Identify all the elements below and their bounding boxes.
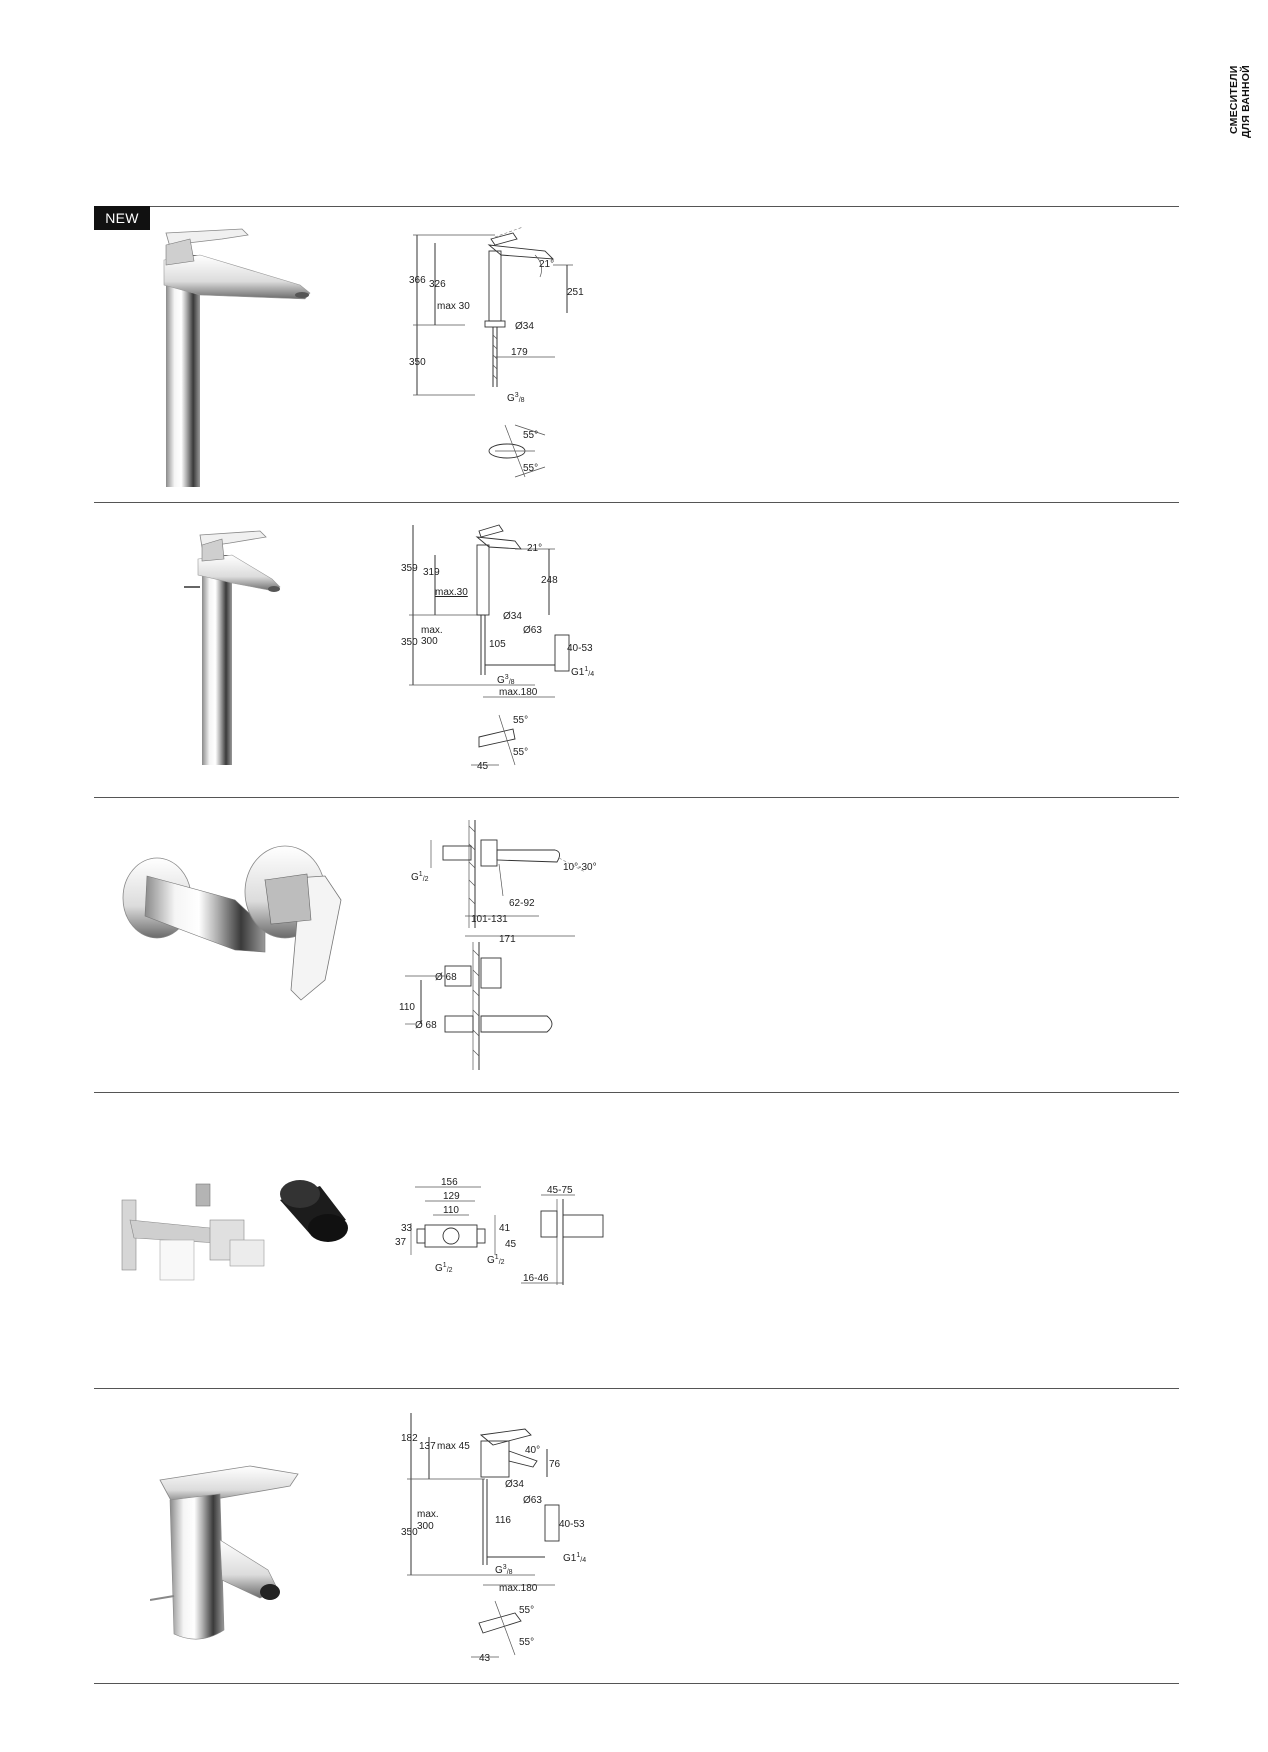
dim-diameter-2: Ø 68 [415,1020,437,1031]
divider [94,1092,1179,1093]
dim-thread-a: G1/2 [435,1262,453,1274]
dim-spout-height: 76 [549,1459,561,1470]
dim-height-body: 319 [423,567,440,578]
dim-width-inner: 110 [443,1205,459,1216]
dim-height-c: 41 [499,1223,511,1234]
product-photo-bidet-mixer [150,1465,299,1640]
dim-depth-2: 16-46 [523,1273,549,1284]
dim-reach: max.180 [499,687,538,698]
dim-max-value: 300 [417,1521,434,1532]
dim-waste-thread: G11/4 [571,666,594,678]
dimension-drawing-wall-mounted-mixer: G1/2 10°-30° 62-92 101-131 171 Ø 68 110 … [399,820,597,1070]
product-photo-tall-basin-mixer [163,228,311,487]
dim-spout-angle: 10°-30° [563,862,597,873]
dim-spout-angle: 21° [527,543,542,554]
dimension-drawing-tall-basin-mixer: 366 326 max 30 350 21° 251 Ø34 179 G3/8 … [409,226,584,478]
dim-base-height: 350 [401,637,418,648]
dim-spacing: 110 [399,1002,415,1013]
dim-max-thickness: max.30 [435,587,468,598]
dim-rotation-b: 55° [519,1637,534,1648]
dim-waste-diameter: Ø63 [523,625,542,636]
divider [94,502,1179,503]
new-badge: NEW [94,206,150,230]
dim-height-total: 366 [409,275,426,286]
dim-depth: 45-75 [547,1185,573,1196]
dimension-drawing-tall-basin-mixer-popup: 359 319 max.30 350 max. 300 21° 248 Ø34 … [401,524,594,772]
dimension-drawing-concealed-body: 156 129 110 33 37 41 45 G1/2 G1/2 45-75 … [395,1177,604,1285]
divider [94,797,1179,798]
dim-offset: 116 [495,1515,511,1526]
dim-max-label: max. [417,1509,439,1520]
dim-waste-diameter: Ø63 [523,1495,542,1506]
dim-diameter-1: Ø 68 [435,972,457,983]
dim-waste-height: 40-53 [567,643,593,654]
dim-max-label: max. [421,625,443,636]
dim-spout-height: 251 [567,287,584,298]
dim-spout-angle: 21° [539,259,554,270]
dim-spout-angle: 40° [525,1445,540,1456]
dim-base-height: 350 [409,357,426,368]
dim-thread-b: G1/2 [487,1254,505,1266]
dim-height-total: 182 [401,1433,418,1444]
dim-diameter: Ø34 [515,321,534,332]
divider [94,1683,1179,1684]
dim-reach: max.180 [499,1583,538,1594]
dim-width-total: 156 [441,1177,458,1188]
dim-height-d: 45 [505,1239,517,1250]
divider [94,206,1179,207]
dim-range: 101-131 [471,914,508,925]
dim-height-total: 359 [401,563,418,574]
dim-height-b: 37 [395,1237,407,1248]
product-photo-tall-basin-mixer-popup [184,530,281,765]
dim-rotation-b: 55° [523,463,538,474]
dim-thread: G1/2 [411,871,429,883]
dim-rotation-b: 55° [513,747,528,758]
product-photo-wall-mounted-mixer [122,845,342,1001]
dim-spout-height: 248 [541,575,558,586]
dim-waste-height: 40-53 [559,1519,585,1530]
dim-rotation-a: 55° [519,1605,534,1616]
dim-waste-thread: G11/4 [563,1552,586,1564]
dim-diameter: Ø34 [505,1479,524,1490]
product-photo-concealed-body [121,1180,348,1281]
dim-offset: 105 [489,639,506,650]
dim-width-mid: 129 [443,1191,460,1202]
dimension-drawing-bidet-mixer: 182 137 max 45 350 max. 300 40° 76 Ø34 Ø… [401,1413,586,1664]
dim-height-body: 137 [419,1441,436,1452]
dim-offset-2: 45 [477,761,489,772]
dim-projection: 62-92 [509,898,535,909]
dim-reach: 179 [511,347,528,358]
dim-rotation-a: 55° [513,715,528,726]
section-tab: СМЕСИТЕЛИ ДЛЯ ВАННОЙ [1226,58,1262,144]
dim-offset-2: 43 [479,1653,491,1664]
dim-length: 171 [499,934,516,945]
dim-max-value: 300 [421,636,438,647]
dim-height-a: 33 [401,1223,413,1234]
dim-base-height: 350 [401,1527,418,1538]
dim-max-thickness: max 45 [437,1441,470,1452]
divider [94,1388,1179,1389]
dim-thread: G3/8 [495,1564,513,1576]
dim-thread: G3/8 [507,392,525,404]
dim-rotation-a: 55° [523,430,538,441]
dim-height-body: 326 [429,279,446,290]
dim-thread: G3/8 [497,674,515,686]
dim-diameter: Ø34 [503,611,522,622]
section-tab-line2: ДЛЯ ВАННОЙ [1240,65,1252,138]
section-tab-line1: СМЕСИТЕЛИ [1228,65,1240,134]
dim-max-thickness: max 30 [437,301,470,312]
